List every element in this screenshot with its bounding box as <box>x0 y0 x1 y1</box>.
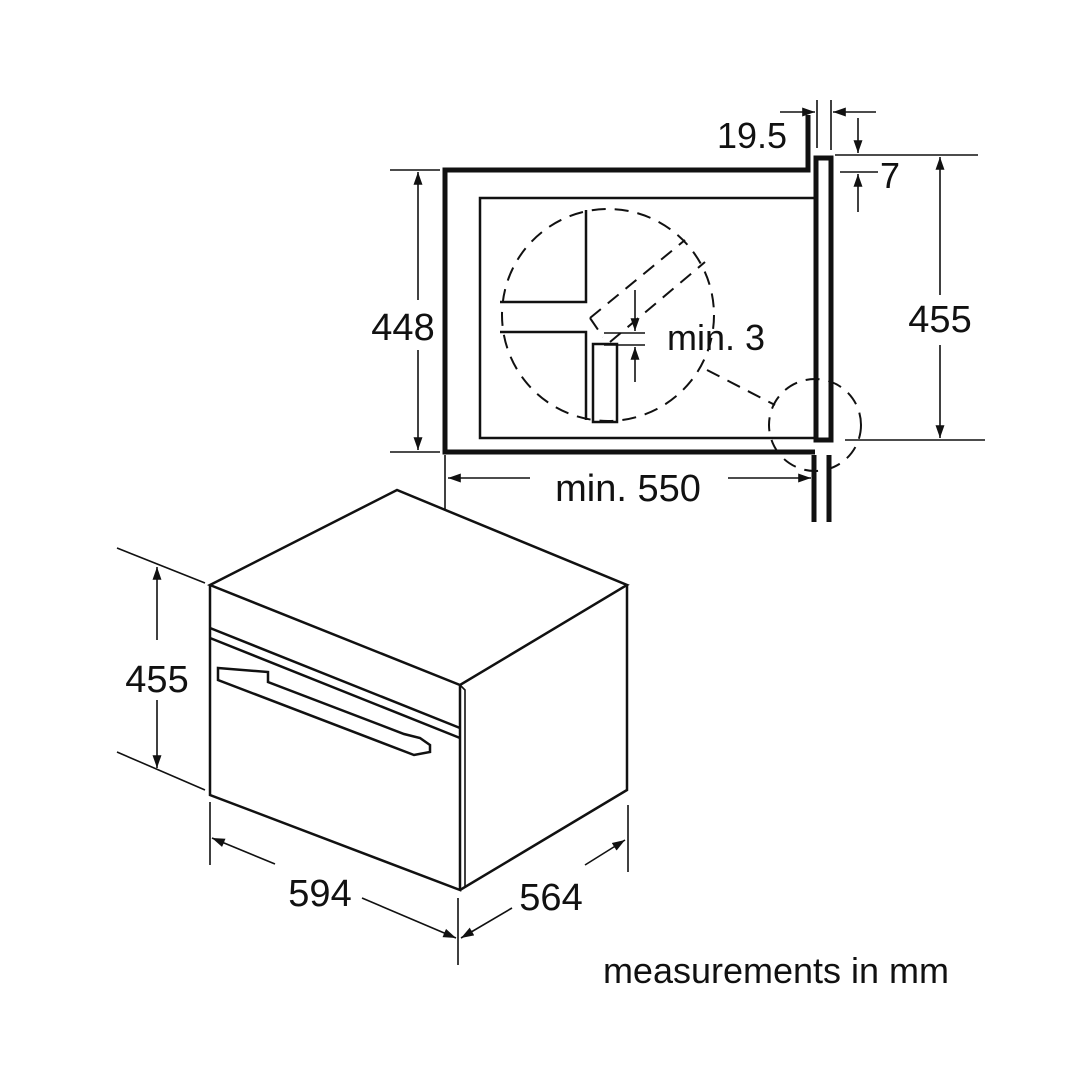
niche-outline <box>442 115 815 455</box>
front-panel <box>813 155 834 443</box>
detail-part <box>591 342 619 424</box>
appliance-depth-label: 564 <box>519 877 582 919</box>
panel-thickness-label: 19.5 <box>717 115 787 156</box>
appliance-side-face <box>459 585 629 892</box>
appliance-front-face <box>208 585 462 892</box>
front-edge-bevel <box>459 684 466 888</box>
width-extension-lines <box>209 802 459 965</box>
depth-arrow-left <box>460 907 513 939</box>
top-offset-label: 7 <box>880 155 900 196</box>
panel-thickness-extension-lines <box>816 100 832 150</box>
detail-dashed-part <box>589 239 706 343</box>
appliance-width-label: 594 <box>288 873 351 915</box>
door-handle <box>216 666 432 757</box>
min-gap-label: min. 3 <box>667 317 765 358</box>
section-height-extension-lines <box>835 154 985 441</box>
width-arrow-left <box>211 837 276 865</box>
min-depth-label: min. 550 <box>555 468 701 510</box>
units-note: measurements in mm <box>603 950 949 991</box>
appliance-body-section <box>478 196 818 440</box>
detail-profile <box>500 210 588 420</box>
control-panel-edge <box>209 626 461 740</box>
detail-origin-circle <box>768 378 862 472</box>
niche-height-extension-lines <box>390 169 440 453</box>
niche-section-view: min. 3 448 455 19.5 7 min. 550 <box>371 100 985 522</box>
appliance-isometric-view: 455 594 564 <box>116 488 630 965</box>
depth-arrow-right <box>584 839 626 866</box>
niche-height-label: 448 <box>371 307 434 349</box>
appliance-height-label: 455 <box>125 659 188 701</box>
gap-extension-lines <box>604 332 645 346</box>
detail-circle <box>501 208 715 422</box>
appliance-top-face <box>206 488 630 687</box>
appliance-height-section-label: 455 <box>908 299 971 341</box>
cabinet-wall-lower <box>811 455 832 522</box>
detail-leader <box>706 369 776 406</box>
height-extension-lines <box>116 547 206 791</box>
width-arrow-right <box>361 897 457 939</box>
